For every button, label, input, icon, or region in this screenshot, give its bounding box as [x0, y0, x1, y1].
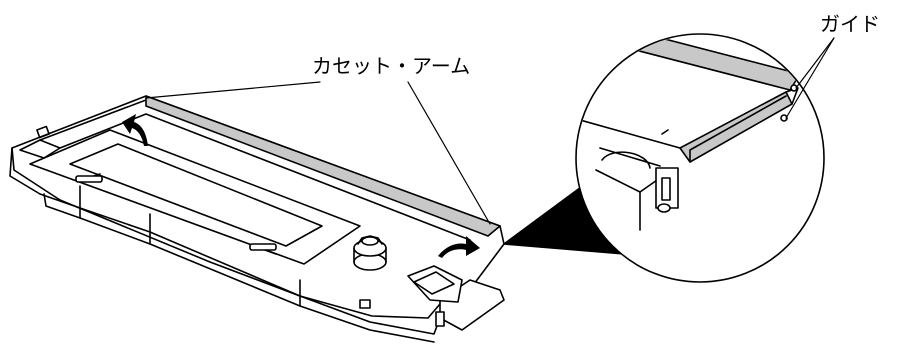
guide-label: ガイド	[820, 12, 880, 36]
curved-arrow-icon	[122, 114, 148, 146]
arm-leader-lines	[145, 81, 491, 225]
detail-magnifier	[575, 33, 835, 283]
guide-leader-lines	[785, 37, 835, 119]
ribbon-knob	[353, 235, 387, 271]
ribbon-band	[145, 95, 501, 237]
cassette-arm-label: カセット・アーム	[312, 54, 471, 78]
cassette-body	[9, 95, 505, 343]
curved-arrow-icon	[438, 236, 480, 258]
